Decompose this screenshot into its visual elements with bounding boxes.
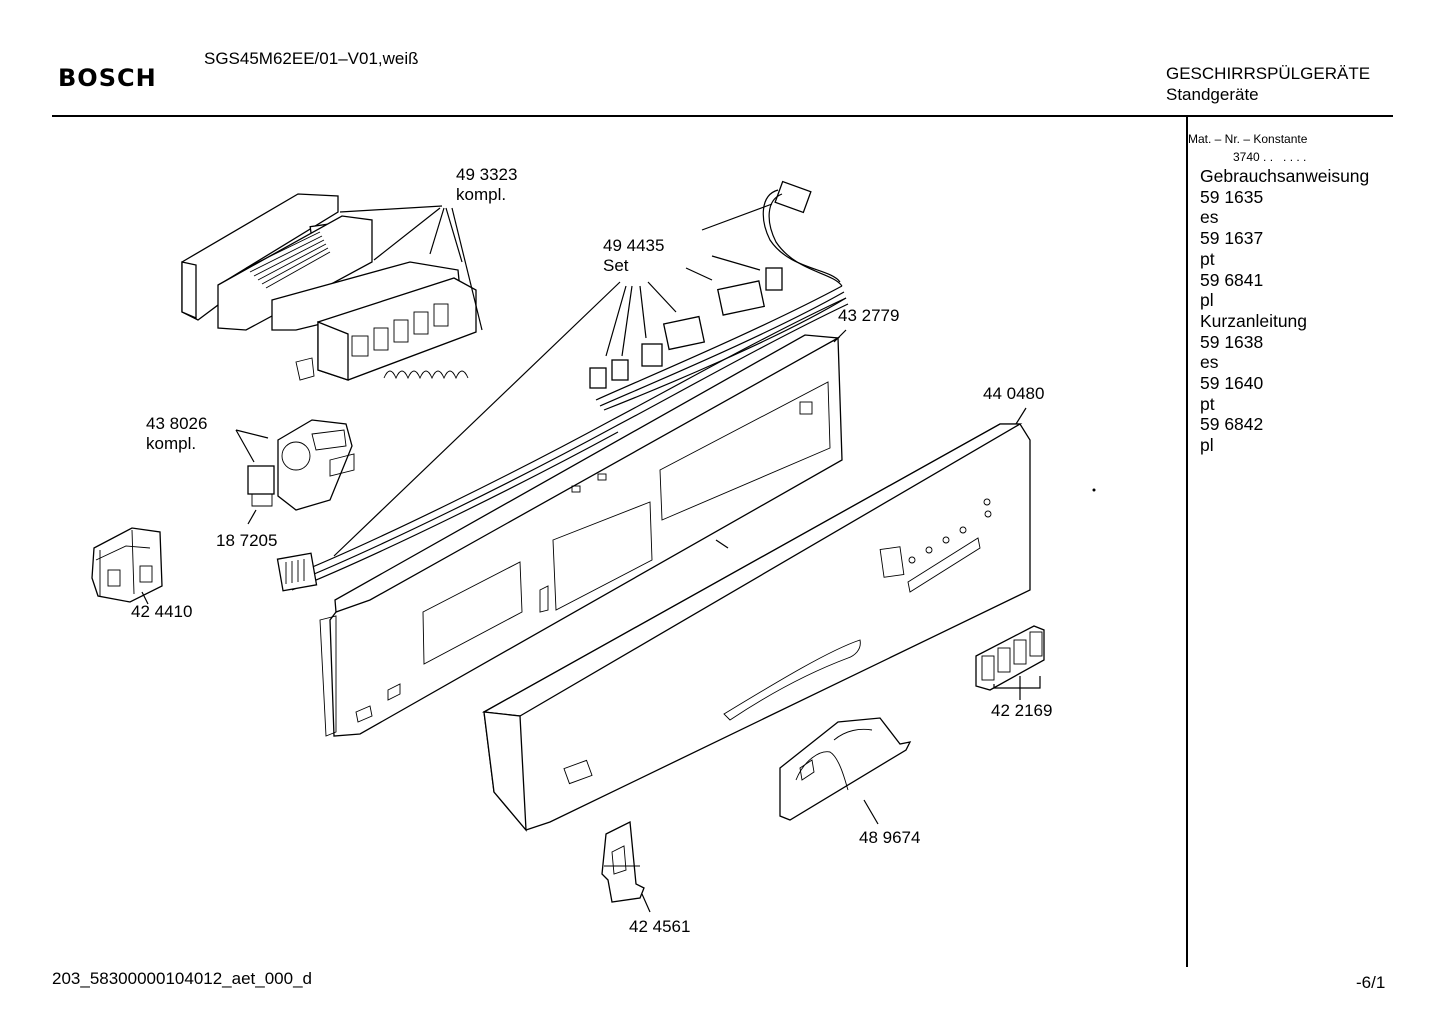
document-list-item: Kurzanleitung: [1200, 310, 1308, 331]
door-handle-part: [779, 717, 912, 821]
mat-value: 3740: [1233, 150, 1260, 164]
document-list-item: 59 1640: [1200, 373, 1264, 394]
document-list-item: pl: [1200, 290, 1214, 311]
part-note: kompl.: [146, 434, 197, 453]
document-list-item: pl: [1200, 435, 1214, 456]
part-note: Set: [603, 256, 629, 275]
label-48-9674: 48 9674: [859, 828, 921, 847]
category-line-1: GESCHIRRSPÜLGERÄTE: [1166, 64, 1371, 83]
document-list-item: 59 1637: [1200, 228, 1264, 249]
label-43-2779: 43 2779: [838, 306, 900, 325]
mat-number-value: 3740 . . . . . .: [1233, 148, 1400, 166]
label-49-3323: 49 3323 kompl.: [456, 165, 517, 205]
label-44-0480: 44 0480: [983, 384, 1045, 403]
document-list-item: pt: [1200, 393, 1215, 414]
mat-number-label: Mat. – Nr. – Konstante: [1188, 132, 1308, 146]
document-list: Gebrauchsanweisung 59 1635 es 59 1637 pt…: [1200, 166, 1400, 456]
document-list-item: Gebrauchsanweisung: [1200, 166, 1370, 186]
front-panel-part: [481, 423, 1031, 832]
label-43-8026: 43 8026 kompl.: [146, 414, 207, 454]
stray-dot: [1092, 488, 1096, 492]
door-bracket-part: [601, 820, 645, 903]
control-module-part: [181, 193, 477, 381]
label-49-4435: 49 4435 Set: [603, 236, 664, 276]
part-number: 49 4435: [603, 236, 665, 255]
part-number: 49 3323: [456, 165, 518, 184]
sidebar-divider: [1186, 117, 1188, 967]
model-number: SGS45M62EE/01–V01,weiß: [204, 49, 419, 68]
wire-harness-part: [276, 180, 849, 592]
push-buttons-part: [975, 625, 1045, 691]
brand-logo: BOSCH: [58, 64, 157, 92]
leader-lines: [141, 203, 1041, 913]
part-number: 43 8026: [146, 414, 208, 433]
document-list-item: es: [1200, 207, 1219, 228]
page-number: -6/1: [1356, 973, 1386, 992]
category-heading: GESCHIRRSPÜLGERÄTE Standgeräte: [1166, 63, 1370, 105]
document-list-item: 59 6841: [1200, 269, 1264, 290]
document-list-item: 59 1635: [1200, 186, 1264, 207]
mat-dots: . . . . . .: [1263, 150, 1307, 164]
document-list-item: pt: [1200, 248, 1215, 269]
document-list-item: 59 6842: [1200, 414, 1264, 435]
document-list-item: es: [1200, 352, 1219, 373]
label-42-4561: 42 4561: [629, 917, 691, 936]
label-18-7205: 18 7205: [216, 531, 278, 550]
category-line-2: Standgeräte: [1166, 85, 1259, 104]
header-divider: [52, 115, 1393, 117]
document-id: 203_58300000104012_aet_000_d: [52, 969, 312, 988]
label-42-2169: 42 2169: [991, 701, 1053, 720]
water-level-switch-part: [247, 419, 355, 511]
document-list-item: 59 1638: [1200, 331, 1264, 352]
main-switch-part: [91, 527, 163, 603]
sidebar: Mat. – Nr. – Konstante 3740 . . . . . . …: [1188, 130, 1400, 456]
label-42-4410: 42 4410: [131, 602, 193, 621]
part-note: kompl.: [456, 185, 507, 204]
